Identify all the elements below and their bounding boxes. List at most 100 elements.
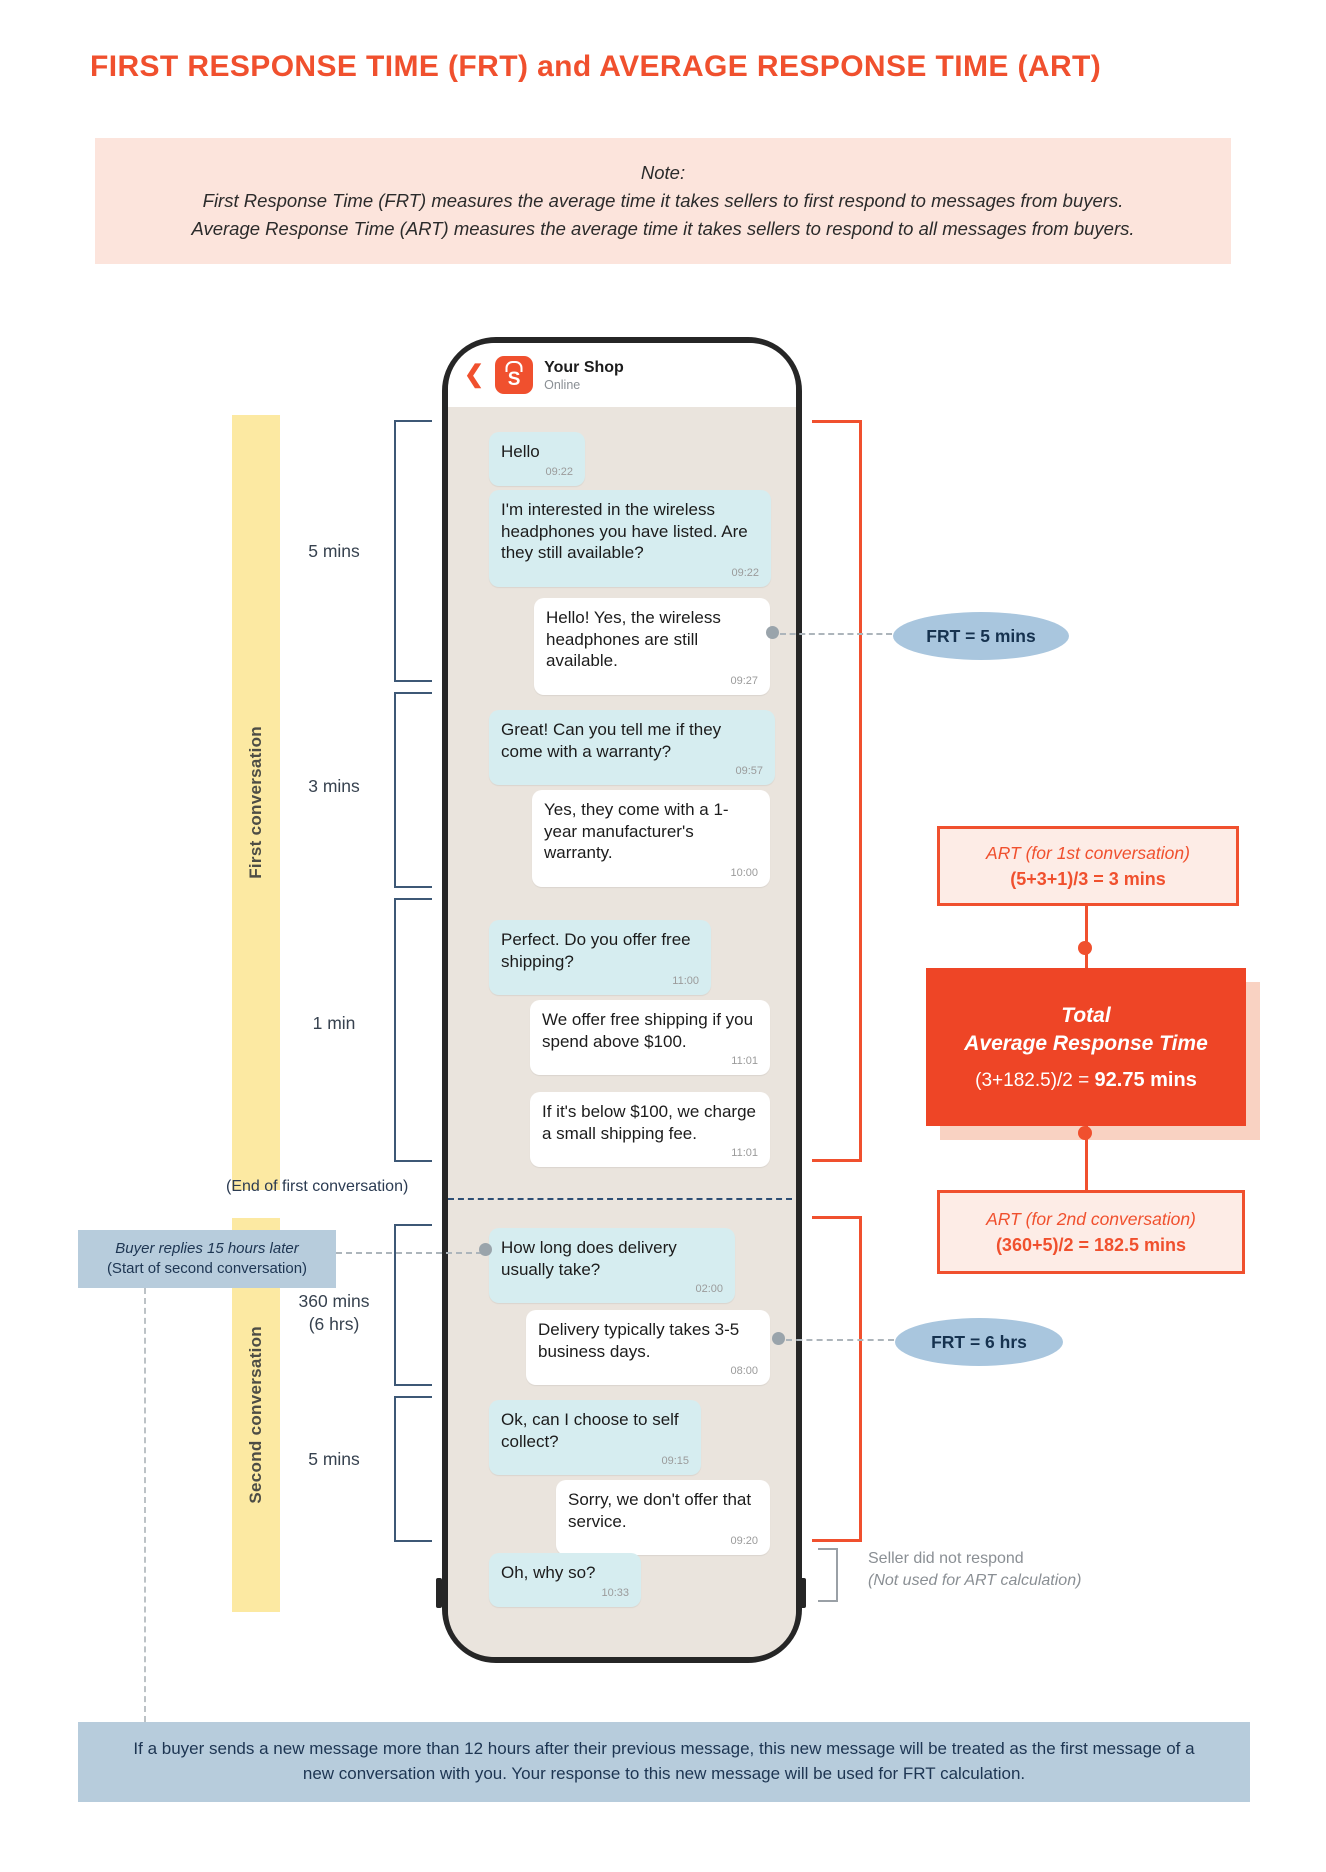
shop-name: Your Shop [544, 359, 624, 377]
chat-message-seller: Hello! Yes, the wireless headphones are … [534, 598, 770, 695]
connector-art1-total [1085, 906, 1088, 968]
message-text: Hello! Yes, the wireless headphones are … [546, 608, 721, 671]
message-text: Ok, can I choose to self collect? [501, 1410, 679, 1451]
online-status: Online [544, 377, 581, 392]
phone-side-button-right [800, 1578, 806, 1608]
first-conversation-bar: First conversation [232, 415, 280, 1190]
message-text: Great! Can you tell me if they come with… [501, 720, 722, 761]
message-text: Perfect. Do you offer free shipping? [501, 930, 691, 971]
message-text: Delivery typically takes 3-5 business da… [538, 1320, 740, 1361]
gap-label-2: 3 mins [308, 776, 360, 796]
back-icon[interactable]: ❮ [464, 361, 485, 388]
chat-message-seller: If it's below $100, we charge a small sh… [530, 1092, 770, 1168]
first-conversation-label: First conversation [246, 726, 265, 879]
connector-dot-frt1 [766, 626, 779, 639]
dashed-connector-to-footer [144, 1288, 146, 1722]
chat-message-buyer: Perfect. Do you offer free shipping? 11:0… [489, 920, 711, 996]
gap-bracket-5 [394, 1396, 432, 1542]
buyer-replies-note: Buyer replies 15 hours later (Start of s… [78, 1230, 336, 1288]
note: Note: First Response Time (FRT) measures… [95, 138, 1231, 264]
message-timestamp: 10:00 [730, 866, 758, 879]
message-timestamp: 02:00 [695, 1283, 723, 1296]
total-art-box: Total Average Response Time (3+182.5)/2 … [926, 968, 1246, 1126]
no-response-line2: (Not used for ART calculation) [868, 1572, 1082, 1590]
art-box-second: ART (for 2nd conversation) (360+5)/2 = 1… [937, 1190, 1245, 1274]
gap-bracket-3 [394, 898, 432, 1162]
frt-pill-first: FRT = 5 mins [893, 612, 1069, 660]
dashed-connector-frt1 [780, 633, 892, 635]
junction-dot-art1 [1078, 941, 1092, 955]
chat-message-buyer: How long does delivery usually take? 02:0… [489, 1228, 735, 1304]
seller-no-response-note: Seller did not respond (Not used for ART… [868, 1548, 1081, 1593]
gap-bracket-1 [394, 420, 432, 682]
art-box-first: ART (for 1st conversation) (5+3+1)/3 = 3… [937, 826, 1239, 906]
message-text: How long does delivery usually take? [501, 1238, 677, 1279]
footer-text: If a buyer sends a new message more than… [133, 1739, 1195, 1783]
chat-message-buyer: Oh, why so?10:33 [489, 1553, 641, 1607]
chat-message-buyer: Ok, can I choose to self collect? 09:15 [489, 1400, 701, 1476]
shop-logo-icon: S [495, 356, 534, 394]
note-heading: Note: [640, 162, 686, 184]
buyer-replies-line2: (Start of second conversation) [106, 1260, 308, 1277]
message-timestamp: 09:27 [730, 674, 758, 687]
message-timestamp: 09:20 [730, 1535, 758, 1548]
gap-label-1: 5 mins [308, 541, 360, 561]
message-timestamp: 09:15 [661, 1455, 689, 1468]
note-line1: First Response Time (FRT) measures the a… [202, 190, 1124, 212]
total-formula: (3+182.5)/2 = 92.75 mins [975, 1068, 1197, 1091]
chat-message-buyer: Hello 09:22 [489, 432, 585, 486]
chat-header: ❮ S Your Shop Online [448, 343, 796, 407]
dashed-connector-frt2 [786, 1339, 894, 1341]
second-conversation-bracket [812, 1216, 862, 1542]
buyer-replies-line1: Buyer replies 15 hours later [115, 1239, 299, 1257]
junction-dot-art2 [1078, 1126, 1092, 1140]
second-conversation-label: Second conversation [246, 1326, 265, 1504]
message-timestamp: 09:57 [735, 765, 763, 778]
message-text: Sorry, we don't offer that service. [568, 1490, 752, 1531]
chat-message-seller: Delivery typically takes 3-5 business da… [526, 1310, 770, 1386]
page-title: FIRST RESPONSE TIME (FRT) and AVERAGE RE… [90, 50, 1102, 83]
message-timestamp: 11:01 [731, 1147, 758, 1160]
gap-bracket-2 [394, 692, 432, 888]
gap-label-5: 5 mins [308, 1449, 360, 1469]
dashed-connector-buyer-replies [336, 1252, 482, 1254]
message-text: Hello [501, 442, 540, 461]
chat-message-buyer: Great! Can you tell me if they come with… [489, 710, 775, 786]
message-text: If it's below $100, we charge a small sh… [542, 1102, 756, 1143]
footer-note: If a buyer sends a new message more than… [78, 1722, 1250, 1802]
message-text: I'm interested in the wireless headphone… [501, 500, 748, 563]
phone-side-button-left [436, 1578, 442, 1608]
art-first-formula: (5+3+1)/3 = 3 mins [1010, 868, 1166, 889]
connector-dot-frt2 [772, 1332, 785, 1345]
note-line2: Average Response Time (ART) measures the… [191, 217, 1135, 239]
no-response-bracket [818, 1548, 838, 1602]
message-timestamp: 08:00 [730, 1365, 758, 1378]
connector-dot-second-conversation [479, 1243, 492, 1256]
shop-info: Your Shop Online [544, 358, 624, 391]
chat-message-seller: We offer free shipping if you spend abov… [530, 1000, 770, 1076]
message-text: Yes, they come with a 1-year manufacture… [544, 800, 729, 863]
frt-pill-second: FRT = 6 hrs [895, 1318, 1063, 1366]
art-first-title: ART (for 1st conversation) [986, 842, 1190, 863]
message-timestamp: 11:00 [672, 975, 699, 988]
connector-total-art2 [1085, 1126, 1088, 1192]
gap-label-3: 1 min [312, 1013, 356, 1033]
total-title-line2: Average Response Time [964, 1031, 1208, 1055]
message-timestamp: 09:22 [731, 566, 759, 579]
message-timestamp: 11:01 [731, 1055, 758, 1068]
art-second-title: ART (for 2nd conversation) [986, 1208, 1196, 1229]
message-text: We offer free shipping if you spend abov… [542, 1010, 754, 1051]
chat-message-seller: Sorry, we don't offer that service. 09:20 [556, 1480, 770, 1556]
gap-label-4: 360 mins(6 hrs) [298, 1291, 370, 1334]
message-timestamp: 09:22 [545, 465, 573, 478]
art-second-formula: (360+5)/2 = 182.5 mins [995, 1234, 1187, 1255]
no-response-line1: Seller did not respond [868, 1550, 1024, 1567]
conversation-divider-line [448, 1198, 792, 1200]
end-of-first-conversation-label: (End of first conversation) [226, 1178, 409, 1195]
first-conversation-bracket [812, 420, 862, 1162]
total-title-line1: Total [1061, 1004, 1111, 1028]
chat-message-seller: Yes, they come with a 1-year manufacture… [532, 790, 770, 887]
